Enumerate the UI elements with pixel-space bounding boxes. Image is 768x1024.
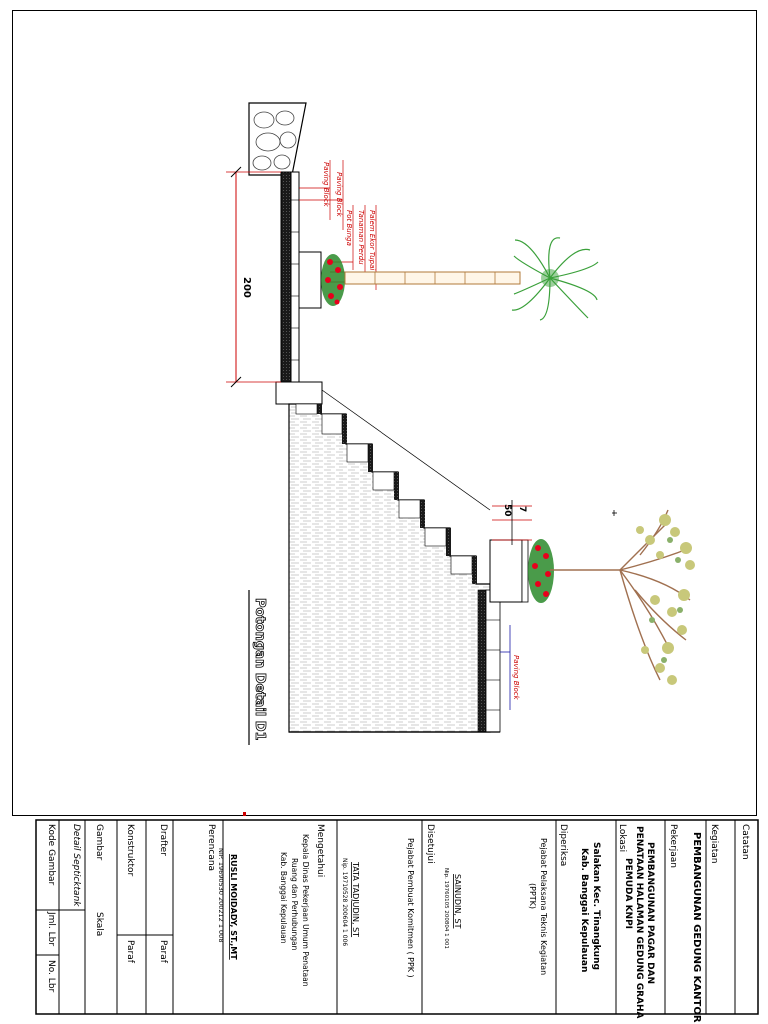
gambar-label: Gambar [94,824,104,860]
kegiatan-value: PEMBANGUNAN GEDUNG KANTOR [691,832,702,1023]
lower-flowers [528,539,554,603]
drafter-label: Drafter [158,824,168,856]
lokasi-label: Lokasi [617,824,627,852]
label-paving-top: Paving Block [322,162,330,208]
disetujui-nip: Nip. 19710528 200604 1 006 [341,858,348,946]
skala-label: Skala [94,912,104,936]
perencana-nip: NIP. 19690530 200212 1 008 [217,848,225,942]
disetujui-name: TATA TADJUDIN, ST [351,861,360,937]
gambar-value: Detail Septicktank [71,824,81,907]
upper-flowers [321,254,345,306]
annotation-leaders: Paving Block Paving Block Pot Bunga Tana… [299,160,520,710]
perencana-name: RUSLI MOIDADY, ST.,MT [229,854,238,960]
stone-coping [248,102,307,176]
mengetahui-line1: Kepala Dinas Pekerjaan Umum Penataan [301,834,310,987]
diperiksa-line1: Pejabat Pelaksana Teknis Kegiatan [539,838,548,975]
label-palm: Palem Ekor Tupai [368,210,376,270]
branching-tree [550,509,695,685]
jml-lbr-label: Jml. Lbr [46,911,56,946]
dim-200-label: 200 [241,277,252,298]
label-plant-2: Tanaman Perdu [357,210,365,265]
perencana-label: Perencana [206,824,216,871]
kegiatan-label: Kegiatan [709,824,719,863]
palm-tree [344,237,599,321]
pekerjaan-line2: PENATAAN HALAMAN GEDUNG GRAHA [634,826,644,1019]
diperiksa-line2: (PPTK) [528,883,537,909]
pekerjaan-line3: PEMUDA KNPI [623,858,633,929]
mengetahui-line2: Ruang dan Perhubungan [290,858,299,951]
mengetahui-line3: Kab. Banggai Kepulauan [279,852,288,944]
label-paving-upper: Paving Block [335,172,343,218]
paraf-1: Paraf [158,940,168,964]
section-title: Potongan Detail D1 [252,598,267,741]
label-paving-bottom: Paving Block [512,655,520,701]
kode-gambar-label: Kode Gambar [46,824,56,886]
pekerjaan-line1: PEMBANGUNAN PAGAR DAN [645,842,655,984]
mengetahui-label: Mengetahui [315,824,325,877]
dim-7-label: 7 [517,506,527,512]
stepped-retaining-body [288,403,501,733]
no-lbr-label: No. Lbr [46,960,56,993]
dim-50-label: 50 [502,504,512,517]
disetujui-label: Disetujui [425,824,435,864]
diperiksa-name: SAINUDIN, ST [453,874,462,929]
konstruktor-label: Konstruktor [125,824,135,877]
label-pot: Pot Bunga [345,210,353,246]
diperiksa-label: Diperiksa [558,824,568,866]
lokasi-line1: Salakan Kec. Tinangkung [591,842,601,970]
disetujui-line1: Pejabat Pembuat Komitmen ( PPK ) [406,838,415,978]
paraf-2: Paraf [125,940,135,964]
catatan-label: Catatan [740,824,750,860]
drawing-frame [12,10,757,816]
lower-planter [489,539,529,603]
lokasi-line2: Kab. Banggai Kepulauan [579,848,589,972]
slope-line [321,389,491,511]
dimension-7-50: 7 50 [492,500,532,545]
red-mark [243,812,246,816]
section-title-group: Potongan Detail D1 [248,590,267,745]
diperiksa-nip: Nip. 19760105 200804 1 001 [443,868,449,949]
dimension-200: 200 [226,166,281,388]
pekerjaan-label: Pekerjaan [668,824,678,868]
